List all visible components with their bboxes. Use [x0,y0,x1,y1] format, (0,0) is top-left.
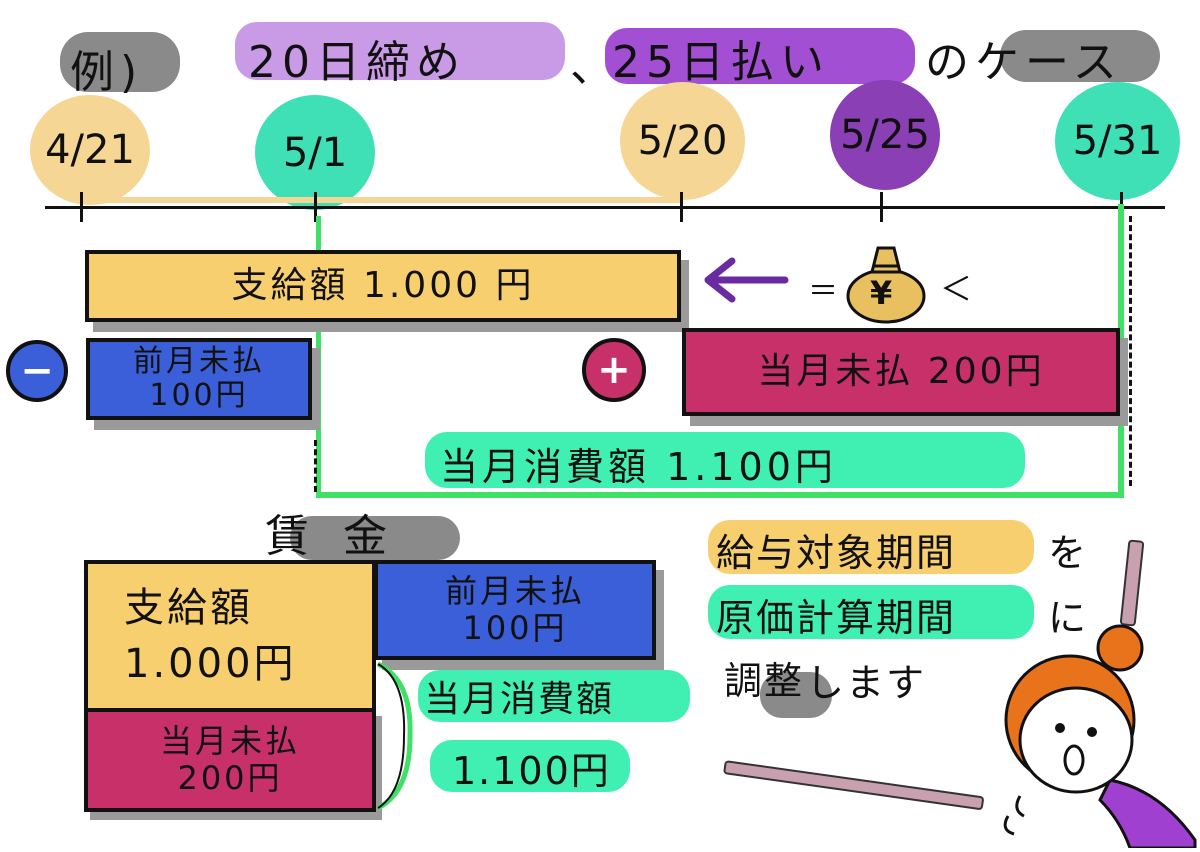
bracket-right-green [1118,204,1124,498]
date-4-21: 4/21 [30,95,150,205]
bracket-bottom-green [316,492,1124,498]
sparkle-right-icon: ＜ [940,270,973,308]
surprised-girl-illustration [990,620,1200,850]
table-prev-unpaid-line1: 前月未払 [444,572,585,611]
consumed-amount-label: 当月消費額 1.100円 [440,445,837,489]
yen-symbol: ¥ [870,274,893,312]
table-curr-unpaid-line1: 当月未払 [159,722,300,761]
table-curr-unpaid-line2: 200円 [177,759,283,797]
prev-unpaid-line1: 前月未払 [133,343,265,379]
table-paid-line2: 1.000円 [124,641,297,687]
money-bag-icon: ¥ [842,236,930,324]
table-prev-unpaid-cell: 前月未払 100円 [374,560,656,660]
curr-unpaid-label: 当月未払 200円 [757,351,1045,393]
note-line2-highlight-text: 原価計算期間 [716,596,957,640]
date-5-1: 5/1 [255,95,375,210]
table-curr-unpaid-cell: 当月未払 200円 [84,708,376,812]
bracket-left-green [316,216,321,498]
plus-icon: + [582,338,646,402]
table-consumed-highlight-2 [430,740,630,792]
tick-5-25 [880,192,883,222]
curr-unpaid-bar: 当月未払 200円 [682,328,1120,416]
note-line3-suffix: します [806,661,927,705]
example-label: 例) [70,47,144,98]
note-line2-suffix: に [1048,596,1089,640]
note-line1-highlight-text: 給与対象期間 [716,531,957,575]
prev-unpaid-line2: 100円 [149,378,249,413]
date-5-31: 5/31 [1055,82,1180,200]
note-line3-highlight-text: 調整 [724,659,805,703]
date-5-25: 5/25 [830,80,940,190]
cutoff-highlight [235,22,565,80]
tick-5-1 [314,192,317,222]
table-prev-unpaid-line2: 100円 [462,609,568,647]
minus-icon: − [6,340,68,402]
date-5-20: 5/20 [620,82,745,200]
tick-5-20 [680,192,683,222]
table-consumed-line1: 当月消費額 [424,679,615,720]
prev-unpaid-bar: 前月未払 100円 [86,338,312,420]
payday-highlight [605,28,915,84]
paid-amount-bar: 支給額 1.000 円 [85,250,681,322]
case-highlight [1000,30,1160,82]
table-paid-cell: 支給額 1.000円 [84,560,376,712]
decor-stroke-vertical [1119,539,1145,627]
left-arrow-icon [700,255,790,305]
timeline-axis [45,206,1165,209]
wage-heading-highlight [290,516,460,560]
timeline-yellow-span [80,197,680,203]
note-line3-highlight [760,672,832,718]
example-label-highlight [60,32,180,92]
consumed-highlight [425,432,1025,488]
table-paid-line1: 支給額 [124,585,253,631]
note-line1-suffix: を [1048,531,1089,575]
bracket-left-dash [314,440,317,492]
tick-4-21 [80,192,83,222]
wage-heading: 賃 金 [265,511,397,562]
title-cutoff: 20日締め [248,37,466,88]
decor-stroke-horizontal [723,760,985,811]
note-line1-highlight [708,520,1034,574]
table-consumed-line2: 1.100円 [452,749,611,793]
title-payday: 25日払い [612,37,830,88]
title-case: のケース [925,37,1123,88]
sparkle-left-icon: ＝ [808,274,838,309]
paid-amount-label: 支給額 1.000 円 [231,265,535,307]
table-brace [376,660,416,812]
note-line2-highlight [708,585,1034,639]
table-consumed-highlight-1 [418,670,690,722]
bracket-right-dash [1129,216,1132,486]
